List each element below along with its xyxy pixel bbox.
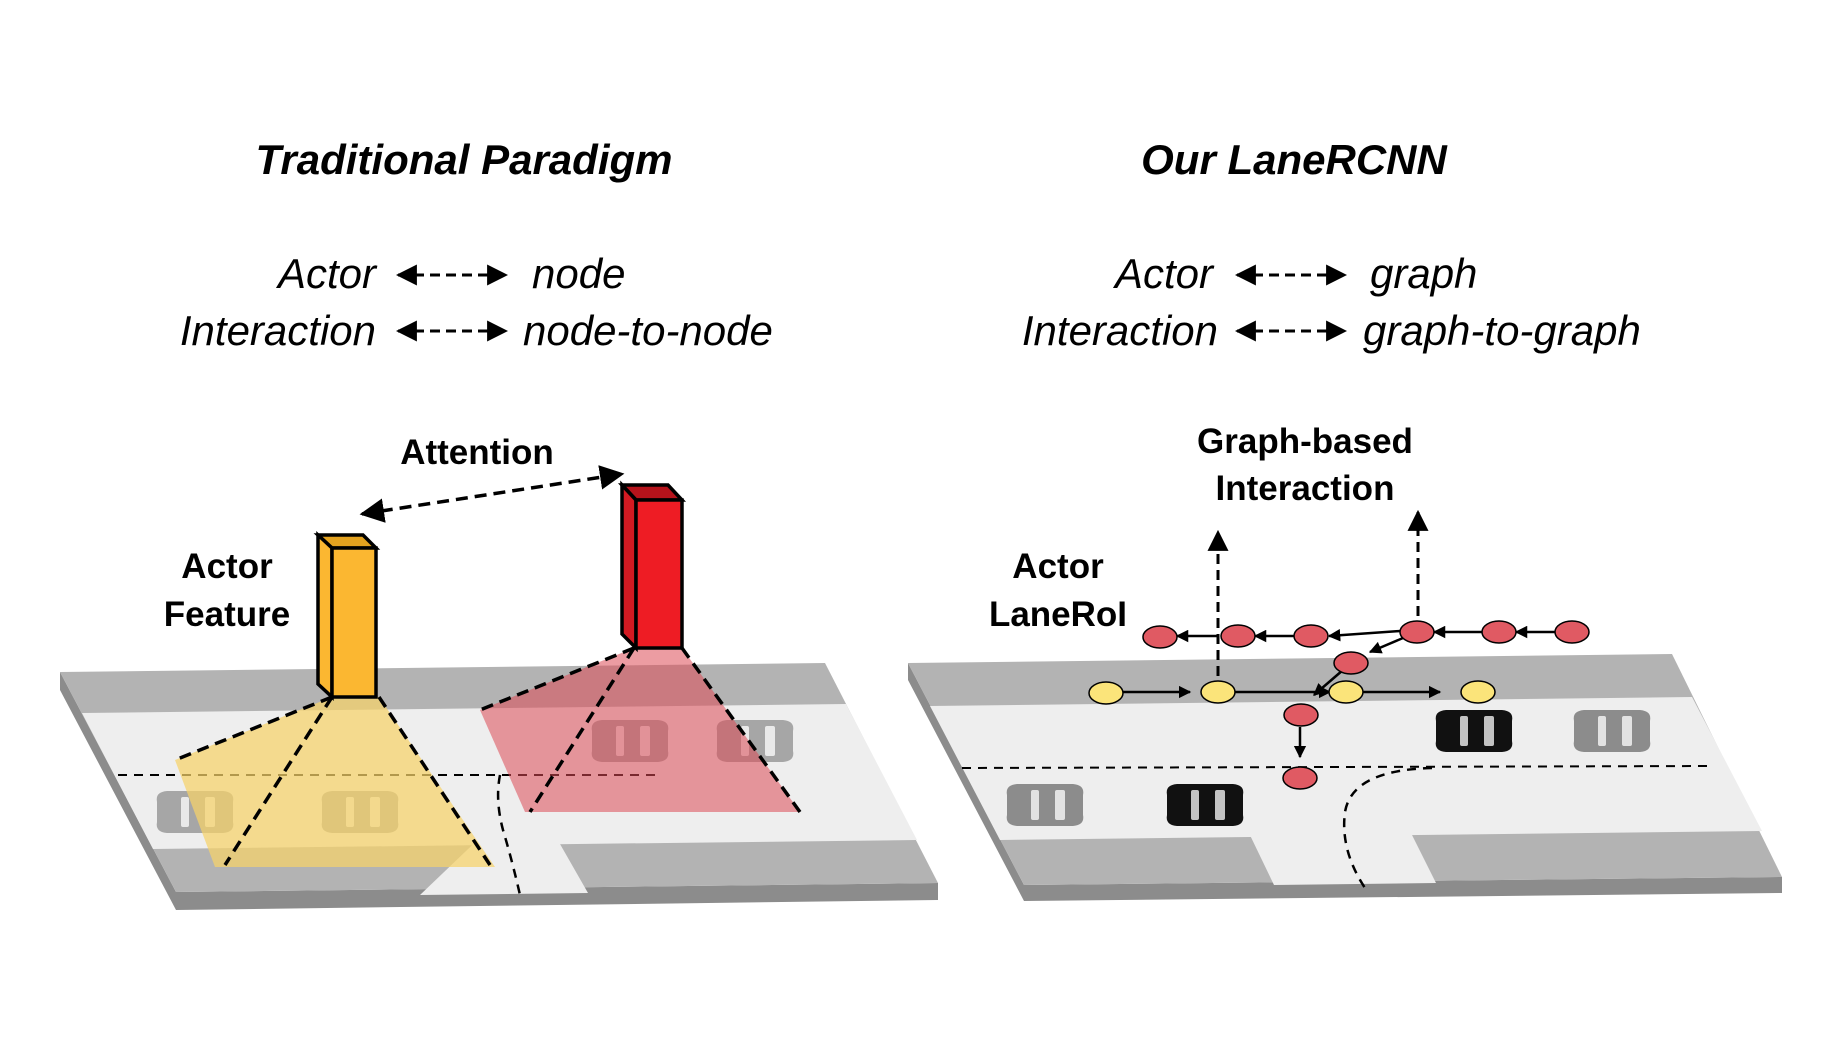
left-neighbor-receptive-field [480, 648, 800, 812]
left-frustum-edge-2 [223, 696, 334, 866]
left-red-edge-1 [479, 646, 635, 712]
graph-interaction-label-line2: Interaction [1216, 469, 1395, 508]
laneroi-graph-edges [1116, 625, 1564, 759]
laneroi-label-line1: Actor [1012, 547, 1104, 586]
red-graph-nodes [1142, 620, 1590, 790]
yellow-graph-nodes [1088, 680, 1496, 705]
right-car-3 [1435, 710, 1513, 752]
left-actor-target: node [532, 250, 625, 297]
right-lane-divider [961, 765, 1713, 769]
right-turn-path [1342, 766, 1433, 889]
right-car-4 [1573, 710, 1651, 752]
left-frustum-edge-3 [377, 696, 492, 866]
attention-label: Attention [400, 433, 554, 472]
left-actor-receptive-field [175, 697, 495, 867]
laneroi-label-line2: LaneRoI [989, 595, 1127, 634]
right-interaction-target: graph-to-graph [1363, 307, 1641, 354]
left-interaction-term: Interaction [180, 307, 376, 354]
actor-feature-bar [313, 530, 381, 702]
left-turn-path [496, 774, 522, 896]
left-frustum-edge-1 [174, 695, 333, 762]
attention-target-bar [617, 480, 687, 653]
right-car-1 [1006, 784, 1084, 826]
actor-feature-label-line2: Feature [164, 595, 290, 634]
left-road-scene [60, 465, 938, 910]
right-car-2 [1166, 784, 1244, 826]
left-title: Traditional Paradigm [256, 136, 673, 183]
right-road-scene [908, 509, 1782, 901]
right-road [930, 697, 1762, 840]
graph-interaction-label-line1: Graph-based [1197, 422, 1413, 461]
left-interaction-target: node-to-node [523, 307, 773, 354]
right-side-road [1248, 831, 1436, 885]
left-side-road [420, 830, 588, 895]
attention-arrow [359, 465, 625, 523]
right-title: Our LaneRCNN [1141, 136, 1448, 183]
right-actor-target: graph [1370, 250, 1477, 297]
left-red-edge-2 [528, 647, 636, 813]
right-interaction-term: Interaction [1022, 307, 1218, 354]
left-platform-edge [60, 672, 938, 910]
left-red-edge-3 [680, 646, 802, 814]
right-actor-term: Actor [1112, 250, 1215, 297]
left-actor-term: Actor [275, 250, 378, 297]
actor-feature-label-line1: Actor [181, 547, 273, 586]
